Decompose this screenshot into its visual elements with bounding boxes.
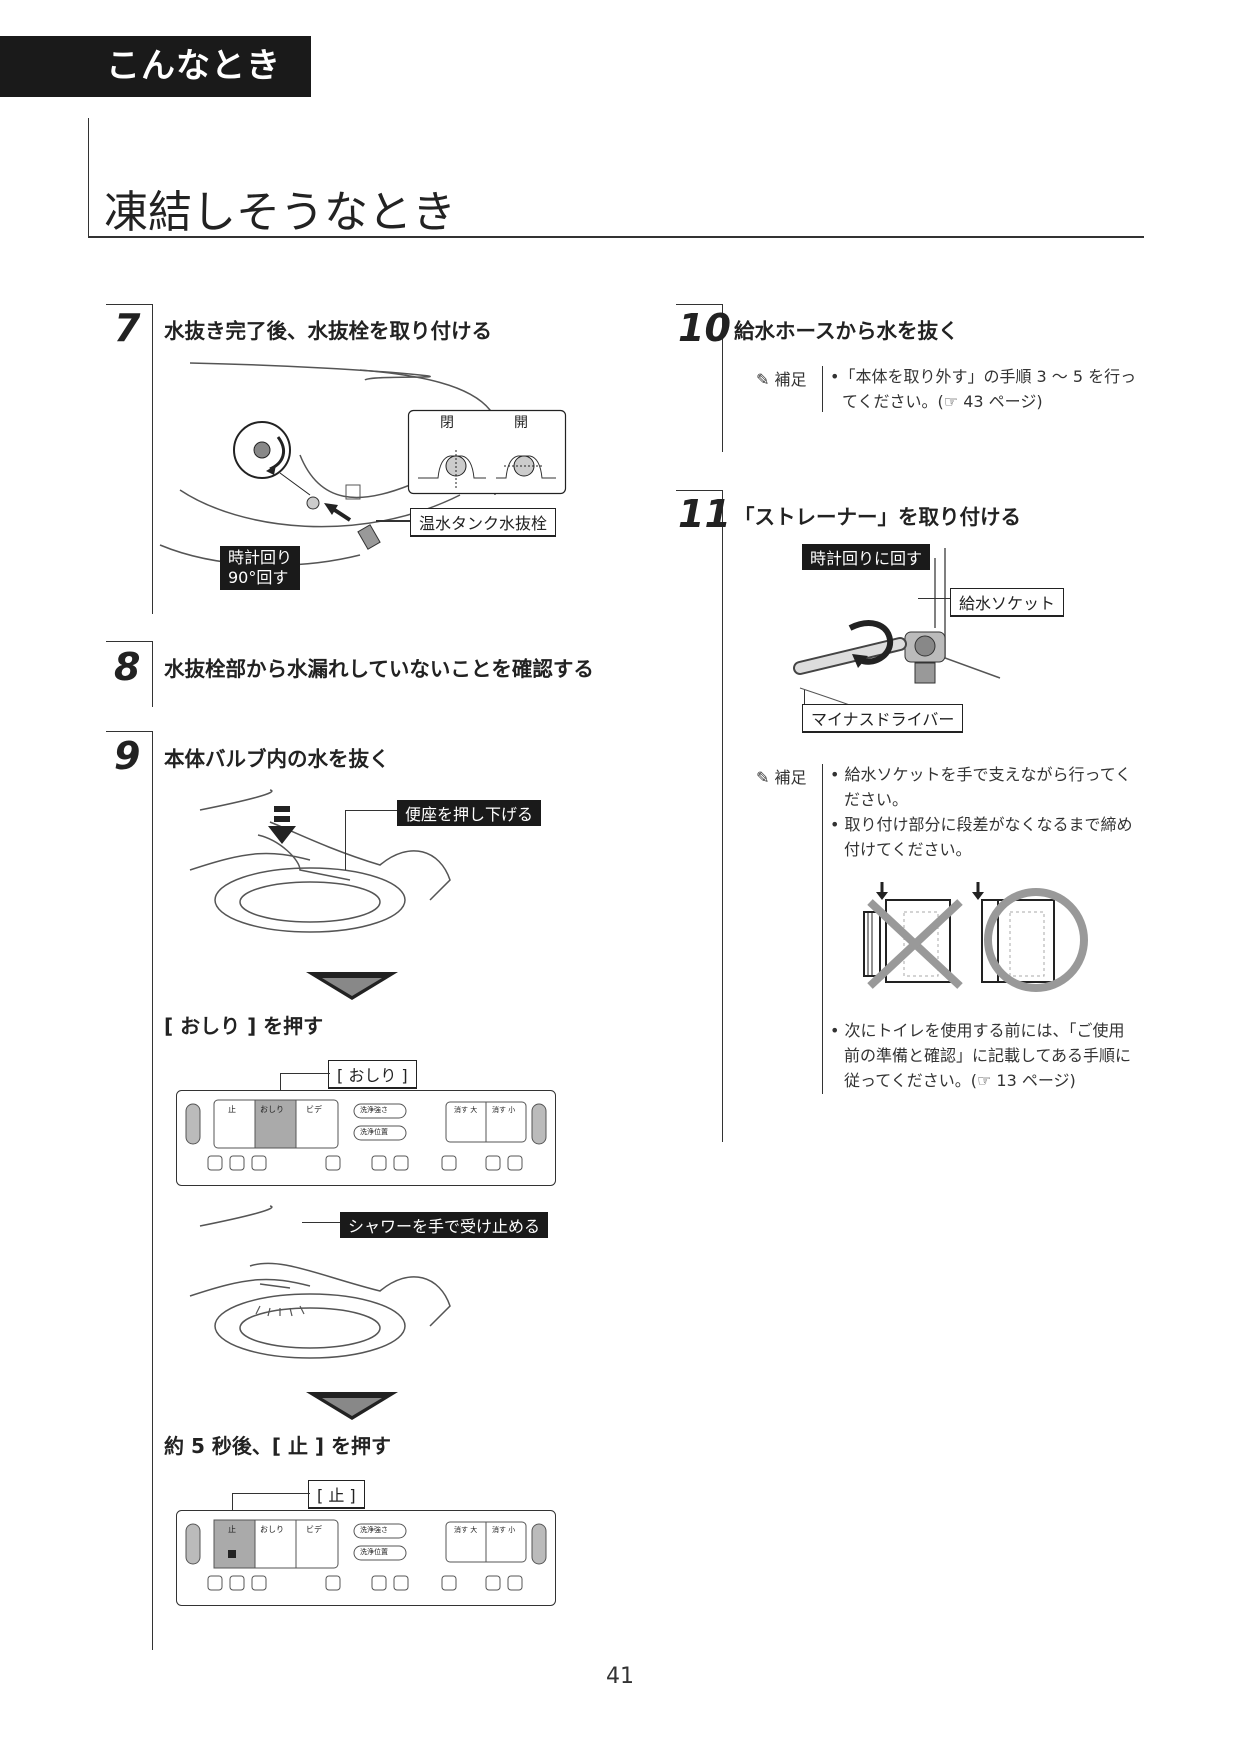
pencil-icon: ✎ bbox=[756, 768, 770, 787]
step-rule bbox=[676, 490, 722, 491]
step-title: 「ストレーナー」を取り付ける bbox=[734, 505, 1021, 529]
note-text: • 給水ソケットを手で支えながら行ってく ださい。 • 取り付け部分に段差がなく… bbox=[830, 762, 1133, 862]
note-rule bbox=[822, 366, 823, 412]
step-number: 10 bbox=[678, 306, 731, 350]
step-rule-vertical bbox=[722, 304, 723, 452]
note-line: • 次にトイレを使用する前には、「ご使用 bbox=[830, 1021, 1125, 1040]
note-line: •「本体を取り外す」の手順 3 〜 5 を行っ bbox=[830, 367, 1137, 386]
deodor-weak-button[interactable]: 消す 小 bbox=[492, 1526, 516, 1534]
step-title: 給水ホースから水を抜く bbox=[734, 319, 959, 343]
closed-label: 閉 bbox=[440, 415, 454, 431]
step-rule-vertical bbox=[152, 304, 153, 614]
open-label: 開 bbox=[514, 415, 528, 431]
step-rule bbox=[106, 731, 152, 732]
note-text: •「本体を取り外す」の手順 3 〜 5 を行っ てください。(☞ 43 ページ) bbox=[830, 364, 1136, 414]
position-button[interactable]: 洗浄位置 bbox=[360, 1128, 388, 1136]
leader-line bbox=[302, 1222, 340, 1223]
leader-line bbox=[918, 598, 952, 599]
rotate-label: 時計回り 90°回す bbox=[220, 546, 301, 590]
remote-control: 止 おしり ビデ 洗浄強さ 洗浄位置 消す 大 消す 小 bbox=[176, 1510, 556, 1606]
step-title: 水抜栓部から水漏れしていないことを確認する bbox=[164, 657, 594, 681]
oshiri-button[interactable]: おしり bbox=[260, 1525, 284, 1534]
note-label: ✎ 補足 bbox=[756, 764, 807, 788]
remote-control: 止 おしり ビデ 洗浄強さ 洗浄位置 消す 大 消す 小 bbox=[176, 1090, 556, 1186]
bidet-button[interactable]: ビデ bbox=[306, 1105, 322, 1114]
step-rule-vertical bbox=[152, 731, 153, 1650]
stop-callout: [ 止 ] bbox=[308, 1480, 365, 1509]
note-line: ださい。 bbox=[844, 790, 909, 809]
note-line: • 取り付け部分に段差がなくなるまで締め bbox=[830, 815, 1133, 834]
note-line: 付けてください。 bbox=[844, 840, 972, 859]
stop-button[interactable]: 止 bbox=[228, 1105, 236, 1114]
strainer-illustration bbox=[793, 548, 1001, 714]
down-arrow-icon bbox=[306, 1392, 398, 1420]
oshiri-callout: [ おしり ] bbox=[328, 1060, 417, 1089]
page-number: 41 bbox=[606, 1664, 634, 1689]
step-rule bbox=[676, 304, 722, 305]
note-rule bbox=[822, 764, 823, 1094]
note-line: 前の準備と確認」に記載してある手順に bbox=[844, 1046, 1132, 1065]
note-label-text: 補足 bbox=[774, 370, 807, 389]
drain-plug-illustration bbox=[159, 362, 496, 566]
pencil-icon: ✎ bbox=[756, 370, 770, 389]
leader-line bbox=[232, 1493, 310, 1494]
step-rule bbox=[106, 304, 152, 305]
note-line: てください。(☞ 43 ページ) bbox=[842, 392, 1043, 411]
driver-label: マイナスドライバー bbox=[802, 704, 964, 733]
clockwise-label: 時計回りに回す bbox=[802, 544, 931, 570]
press-seat-illustration bbox=[189, 789, 451, 933]
step-rule-vertical bbox=[722, 490, 723, 1142]
leader-line bbox=[280, 1073, 330, 1074]
pressure-button[interactable]: 洗浄強さ bbox=[360, 1106, 388, 1114]
drain-plug-label: 温水タンク水抜栓 bbox=[410, 508, 557, 537]
step-number: 9 bbox=[114, 734, 141, 778]
page-title: 凍結しそうなとき bbox=[104, 187, 456, 238]
section-tab: こんなときは bbox=[0, 36, 311, 147]
pressure-button[interactable]: 洗浄強さ bbox=[360, 1526, 388, 1534]
note-text: • 次にトイレを使用する前には、「ご使用 前の準備と確認」に記載してある手順に … bbox=[830, 1018, 1131, 1093]
step-number: 11 bbox=[678, 492, 731, 536]
sub-step-label: 約 5 秒後、[ 止 ] を押す bbox=[164, 1434, 392, 1458]
strainer-fit-comparison bbox=[863, 882, 1088, 992]
leader-line bbox=[804, 690, 805, 716]
open-closed-inset bbox=[407, 409, 567, 495]
note-label-text: 補足 bbox=[774, 768, 807, 787]
shower-hand-illustration bbox=[189, 1205, 451, 1359]
position-button[interactable]: 洗浄位置 bbox=[360, 1548, 388, 1556]
bidet-button[interactable]: ビデ bbox=[306, 1525, 322, 1534]
leader-line bbox=[345, 810, 397, 811]
stop-button[interactable]: 止 bbox=[228, 1525, 236, 1534]
step-number: 8 bbox=[114, 645, 141, 689]
press-seat-label: 便座を押し下げる bbox=[397, 800, 542, 826]
down-arrow-icon bbox=[306, 972, 398, 1000]
note-label: ✎ 補足 bbox=[756, 366, 807, 390]
title-rule bbox=[88, 236, 1144, 238]
step-rule bbox=[106, 641, 152, 642]
shower-label: シャワーを手で受け止める bbox=[340, 1212, 549, 1238]
sub-step-label: [ おしり ] を押す bbox=[164, 1014, 324, 1038]
step-title: 本体バルブ内の水を抜く bbox=[164, 747, 390, 771]
deodor-weak-button[interactable]: 消す 小 bbox=[492, 1106, 516, 1114]
step-number: 7 bbox=[114, 306, 141, 350]
oshiri-button[interactable]: おしり bbox=[260, 1105, 284, 1114]
note-line: • 給水ソケットを手で支えながら行ってく bbox=[830, 765, 1132, 784]
step-rule-vertical bbox=[152, 641, 153, 707]
rotate-label-line2: 90°回す bbox=[228, 568, 289, 587]
leader-line bbox=[376, 520, 412, 522]
leader-line bbox=[345, 810, 346, 870]
deodor-strong-button[interactable]: 消す 大 bbox=[454, 1526, 478, 1534]
note-line: 従ってください。(☞ 13 ページ) bbox=[844, 1071, 1076, 1090]
title-rule-vertical bbox=[88, 118, 89, 236]
step-title: 水抜き完了後、水抜栓を取り付ける bbox=[164, 319, 492, 343]
deodor-strong-button[interactable]: 消す 大 bbox=[454, 1106, 478, 1114]
rotate-label-line1: 時計回り bbox=[228, 548, 293, 567]
socket-label: 給水ソケット bbox=[950, 588, 1065, 617]
